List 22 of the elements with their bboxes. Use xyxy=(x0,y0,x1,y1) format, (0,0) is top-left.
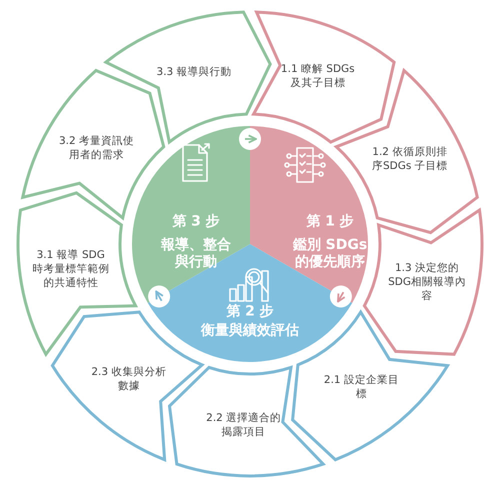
stage-segment xyxy=(251,10,396,145)
arrow xyxy=(337,292,346,302)
step-heading: 第 1 步 xyxy=(305,214,355,230)
arrow xyxy=(245,134,257,144)
stage-segment xyxy=(167,365,325,478)
stage-segment xyxy=(103,10,272,145)
stage-label: 3.3 報導與行動 xyxy=(156,64,233,79)
stage-label: 2.1 設定企業目標 xyxy=(322,372,400,401)
step-heading: 第 2 步 xyxy=(225,304,275,320)
step-title: 衡量與績效評估 xyxy=(200,322,300,340)
stage-label: 2.2 選擇適合的揭露項目 xyxy=(205,410,282,439)
arrow xyxy=(155,290,164,302)
stage-label: 1.1 瞭解 SDGs及其子目標 xyxy=(280,62,356,90)
step-heading: 第 3 步 xyxy=(171,214,221,230)
stage-label: 3.2 考量資訊使用者的需求 xyxy=(58,134,136,162)
stage-label: 2.3 收集與分析數據 xyxy=(90,364,168,392)
stage-label: 1.2 依循原則排序SDGs 子目標 xyxy=(370,145,449,174)
stage-label: 1.3 決定您的 SDG相關報導內容 xyxy=(388,260,466,303)
step-title: 報導、整合與行動 xyxy=(161,237,231,271)
step-title: 鑑別 SDGs的優先順序 xyxy=(292,237,368,271)
stage-segment xyxy=(16,190,138,356)
stage-label: 3.1 報導 SDG時考量標竿範例的共通特性 xyxy=(32,248,110,290)
